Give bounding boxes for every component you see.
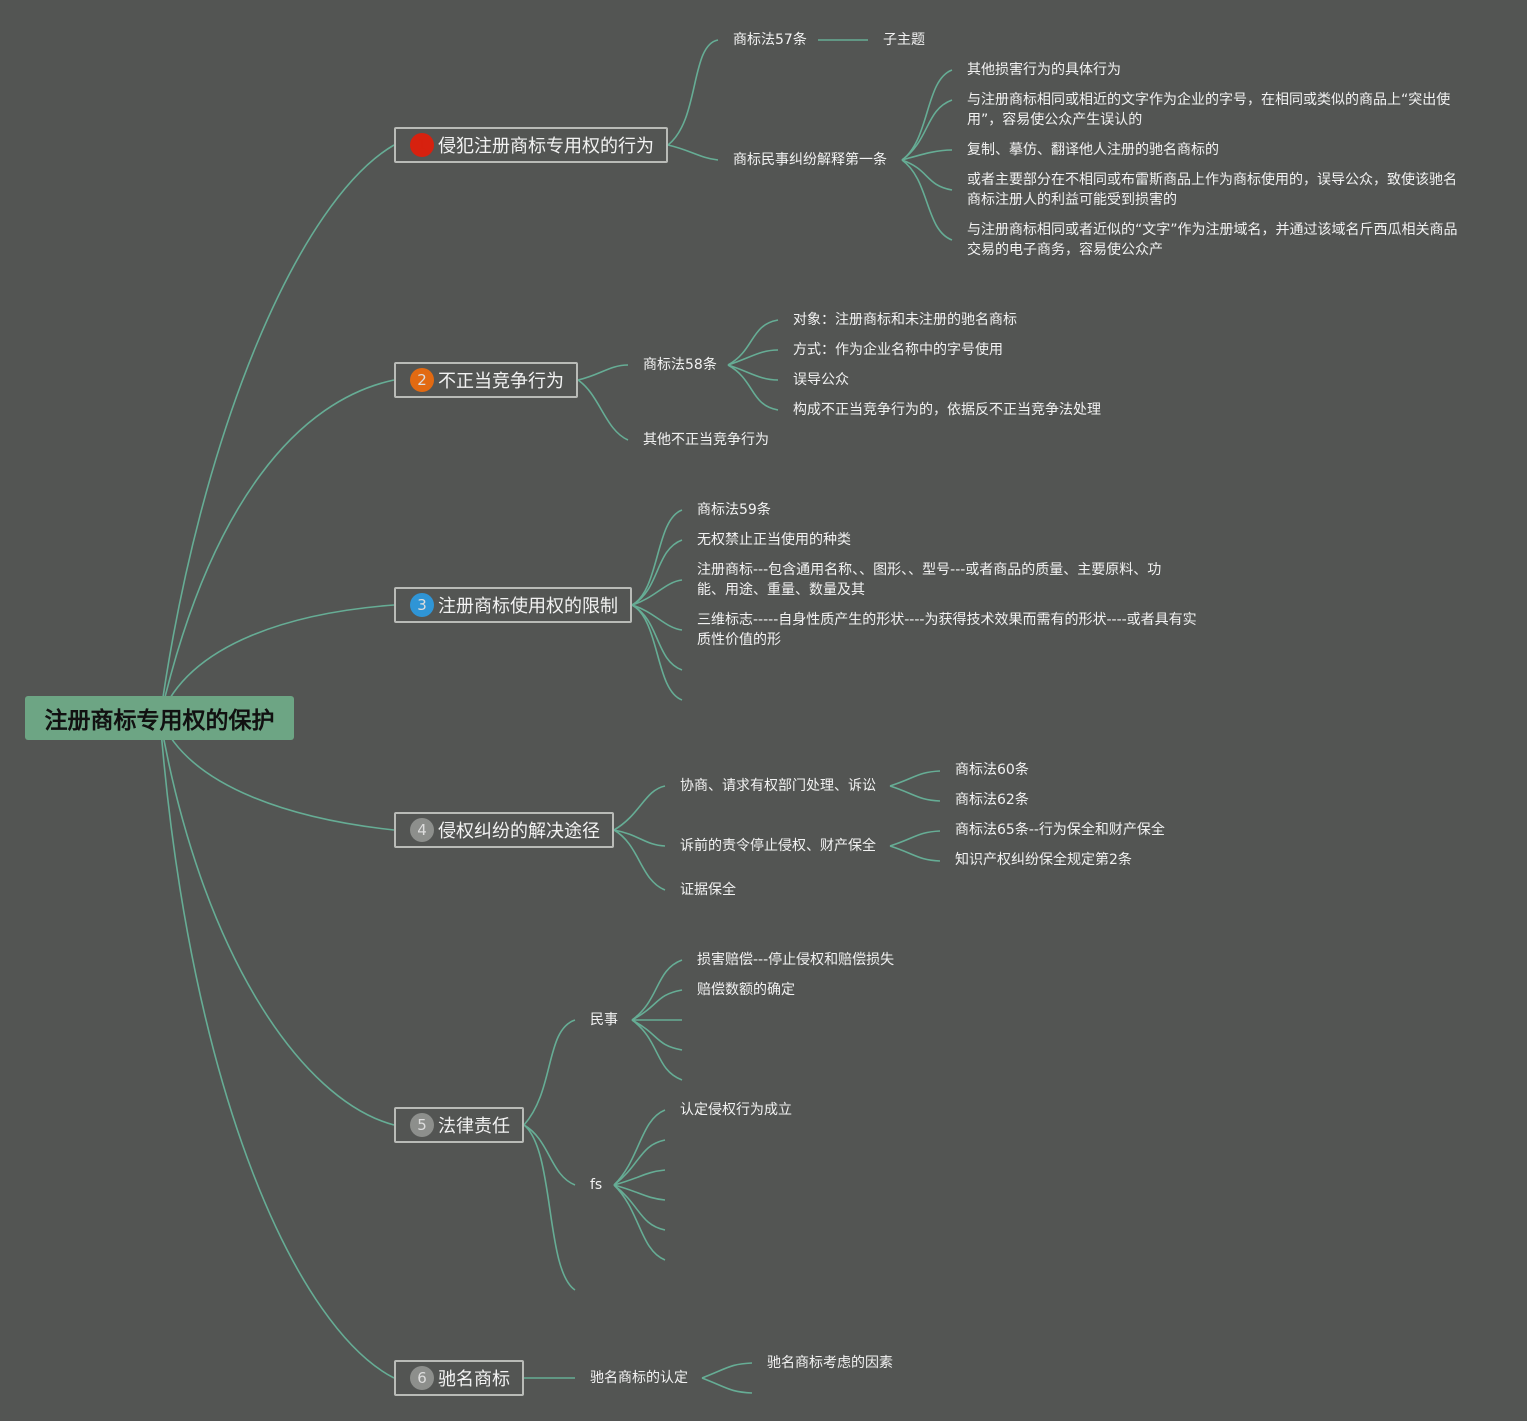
- node-other-harmful-acts[interactable]: 其他损害行为的具体行为: [967, 62, 1121, 78]
- branch-unfair-competition[interactable]: 2 不正当竞争行为: [394, 362, 578, 398]
- branch4-connectors: [613, 770, 941, 891]
- branch2-connectors: [577, 319, 779, 441]
- priority-4-icon: 4: [410, 818, 434, 842]
- node-generic-names[interactable]: 注册商标---包含通用名称、、图形、、型号---或者商品的质量、主要原料、功能、…: [697, 562, 1162, 598]
- root-link-6: [159, 717, 395, 1379]
- node-subtopic[interactable]: 子主题: [883, 32, 925, 48]
- branch6-connectors: [524, 1362, 753, 1394]
- node-object[interactable]: 对象：注册商标和未注册的驰名商标: [793, 312, 1017, 328]
- priority-6-icon: 6: [410, 1366, 434, 1390]
- branch-use-restrictions[interactable]: 3 注册商标使用权的限制: [394, 587, 632, 623]
- node-infringement-established[interactable]: 认定侵权行为成立: [680, 1102, 792, 1118]
- node-famous-mark-factors[interactable]: 驰名商标考虑的因素: [767, 1355, 893, 1371]
- node-damage-amount[interactable]: 赔偿数额的确定: [697, 982, 795, 998]
- branch-label: 侵权纠纷的解决途径: [438, 821, 600, 842]
- node-civil-dispute-interpretation[interactable]: 商标民事纠纷解释第一条: [733, 152, 887, 168]
- node-negotiation-litigation[interactable]: 协商、请求有权部门处理、诉讼: [680, 778, 876, 794]
- priority-2-icon: 2: [410, 368, 434, 392]
- branch-legal-liability[interactable]: 5 法律责任: [394, 1107, 524, 1143]
- node-pre-litigation-injunction[interactable]: 诉前的责令停止侵权、财产保全: [680, 838, 876, 854]
- branch-label: 驰名商标: [438, 1369, 510, 1390]
- priority-3-icon: 3: [410, 593, 434, 617]
- root-link-5: [159, 717, 395, 1126]
- node-method[interactable]: 方式：作为企业名称中的字号使用: [793, 342, 1003, 358]
- node-mislead-public[interactable]: 误导公众: [793, 372, 849, 388]
- branch3-connectors: [631, 509, 683, 701]
- node-domain-name-use[interactable]: 与注册商标相同或者近似的“文字”作为注册域名，并通过该域名斤西瓜相关商品交易的电…: [967, 222, 1458, 258]
- node-fs[interactable]: fs: [590, 1177, 603, 1193]
- branch-label: 侵犯注册商标专用权的行为: [438, 136, 654, 157]
- node-copy-famous-mark[interactable]: 复制、摹仿、翻译他人注册的驰名商标的: [967, 142, 1219, 158]
- node-trademark-law-62[interactable]: 商标法62条: [955, 792, 1029, 808]
- branch-label: 法律责任: [438, 1116, 510, 1137]
- node-trade-name-use[interactable]: 与注册商标相同或相近的文字作为企业的字号，在相同或类似的商品上“突出使用”，容易…: [967, 92, 1451, 128]
- node-trademark-law-65[interactable]: 商标法65条--行为保全和财产保全: [955, 822, 1165, 838]
- node-3d-marks[interactable]: 三维标志-----自身性质产生的形状----为获得技术效果而需有的形状----或…: [697, 612, 1197, 648]
- root-topic[interactable]: 注册商标专用权的保护: [25, 696, 294, 740]
- node-trademark-law-57[interactable]: 商标法57条: [733, 32, 807, 48]
- root-link-1: [159, 144, 395, 719]
- node-trademark-law-58[interactable]: 商标法58条: [643, 357, 717, 373]
- node-trademark-law-60[interactable]: 商标法60条: [955, 762, 1029, 778]
- branch-label: 不正当竞争行为: [438, 371, 564, 392]
- node-civil[interactable]: 民事: [590, 1012, 618, 1028]
- node-other-unfair-competition[interactable]: 其他不正当竞争行为: [643, 432, 769, 448]
- node-damages[interactable]: 损害赔偿---停止侵权和赔偿损失: [697, 952, 895, 968]
- branch-famous-marks[interactable]: 6 驰名商标: [394, 1360, 524, 1396]
- node-trademark-law-59[interactable]: 商标法59条: [697, 502, 771, 518]
- branch1-connectors: [667, 39, 953, 241]
- branch-label: 注册商标使用权的限制: [438, 596, 618, 617]
- root-link-3: [159, 604, 395, 719]
- priority-1-icon: 1: [410, 133, 434, 157]
- branch5-connectors: [523, 959, 683, 1291]
- node-famous-mark-recognition[interactable]: 驰名商标的认定: [590, 1370, 688, 1386]
- node-dissimilar-goods-use[interactable]: 或者主要部分在不相同或布雷斯商品上作为商标使用的，误导公众，致使该驰名商标注册人…: [967, 172, 1457, 208]
- branch-infringement[interactable]: 1 侵犯注册商标专用权的行为: [394, 127, 668, 163]
- node-ip-preservation-rule[interactable]: 知识产权纠纷保全规定第2条: [955, 852, 1132, 868]
- node-handled-by-law[interactable]: 构成不正当竞争行为的，依据反不正当竞争法处理: [793, 402, 1101, 418]
- branch-dispute-resolution[interactable]: 4 侵权纠纷的解决途径: [394, 812, 614, 848]
- priority-5-icon: 5: [410, 1113, 434, 1137]
- root-link-2: [159, 379, 395, 719]
- root-link-4: [159, 717, 395, 831]
- root-connectors: [159, 144, 395, 1379]
- node-evidence-preservation[interactable]: 证据保全: [680, 882, 736, 898]
- node-fair-use-types[interactable]: 无权禁止正当使用的种类: [697, 532, 851, 548]
